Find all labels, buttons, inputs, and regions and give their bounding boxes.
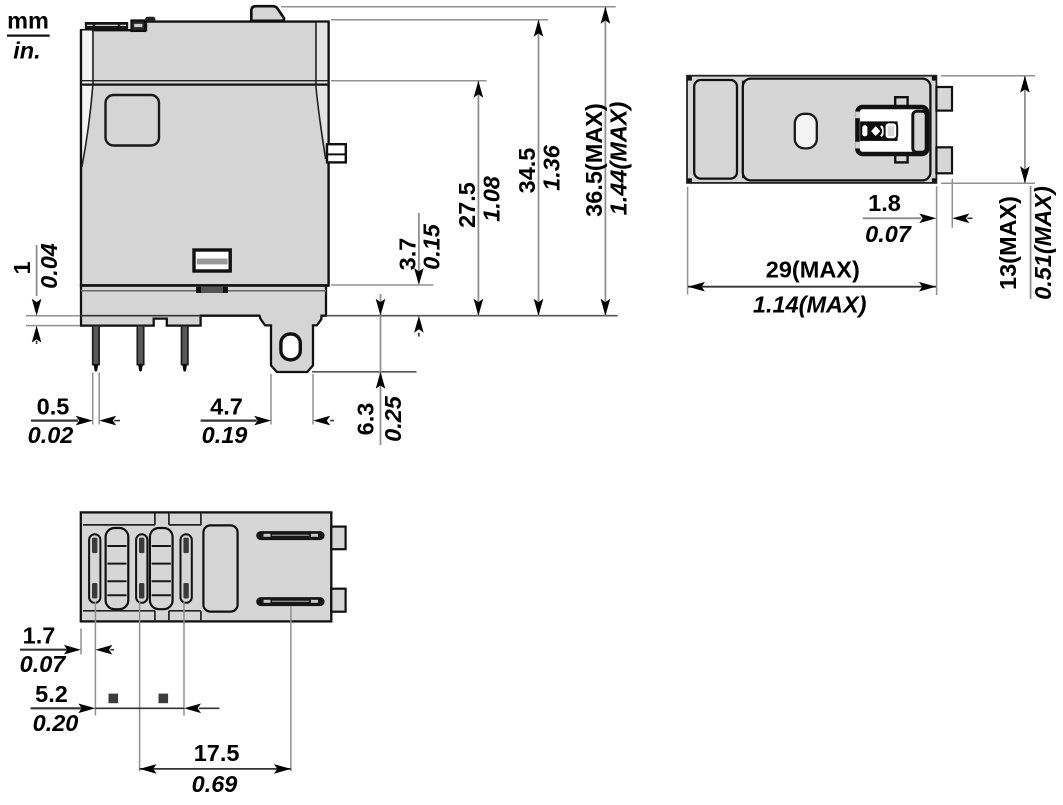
svg-text:36.5(MAX): 36.5(MAX) [581,103,607,217]
svg-text:1.14(MAX): 1.14(MAX) [753,291,867,317]
svg-text:1.44(MAX): 1.44(MAX) [605,102,631,216]
svg-text:mm: mm [7,8,49,34]
svg-text:0.19: 0.19 [202,422,248,448]
svg-text:1.08: 1.08 [478,175,504,222]
svg-text:0.07: 0.07 [20,651,67,677]
svg-text:0.15: 0.15 [418,223,444,270]
svg-text:1.8: 1.8 [868,190,901,216]
svg-text:29(MAX): 29(MAX) [766,256,860,282]
svg-text:13(MAX): 13(MAX) [995,196,1021,290]
svg-text:3.7: 3.7 [394,238,420,271]
svg-text:0.51(MAX): 0.51(MAX) [1030,186,1056,300]
svg-text:4.7: 4.7 [210,394,243,420]
svg-text:0.5: 0.5 [37,394,70,420]
svg-text:6.3: 6.3 [353,403,379,436]
svg-text:0.02: 0.02 [28,422,74,448]
svg-text:1.36: 1.36 [539,144,565,191]
svg-text:0.07: 0.07 [865,221,912,247]
svg-text:0.20: 0.20 [33,710,79,736]
svg-text:27.5: 27.5 [454,182,480,228]
svg-text:1.7: 1.7 [23,622,56,648]
svg-text:0.69: 0.69 [192,771,238,797]
svg-text:34.5: 34.5 [514,148,540,194]
svg-text:17.5: 17.5 [194,740,240,766]
svg-text:1: 1 [9,261,35,274]
svg-text:in.: in. [13,38,40,64]
svg-text:5.2: 5.2 [35,681,68,707]
svg-text:0.25: 0.25 [380,395,406,442]
svg-text:0.04: 0.04 [36,243,62,289]
